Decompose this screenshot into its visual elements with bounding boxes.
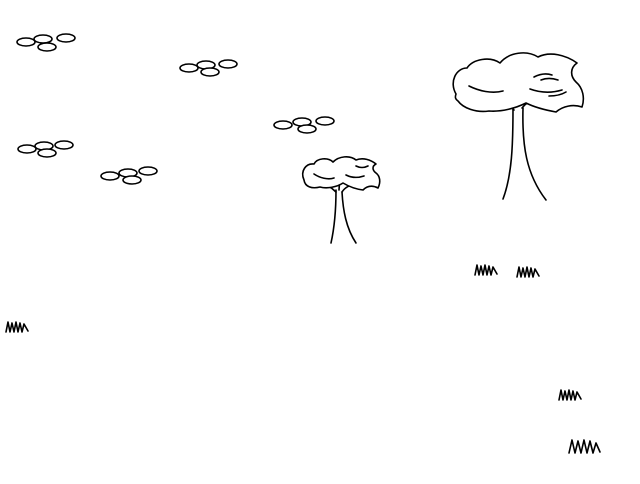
tree-small bbox=[301, 156, 381, 244]
cloud-cluster bbox=[100, 166, 158, 185]
cloud-cluster bbox=[179, 59, 238, 77]
cloud-cluster bbox=[273, 116, 335, 134]
cloud-cluster bbox=[17, 140, 74, 158]
grass-tuft bbox=[474, 264, 498, 276]
grass-tuft bbox=[5, 321, 29, 333]
grass-tuft bbox=[568, 439, 601, 454]
grass-tuft bbox=[516, 266, 540, 278]
grass-tuft bbox=[558, 389, 582, 401]
cloud-cluster bbox=[16, 33, 76, 52]
tree-large bbox=[452, 52, 585, 201]
